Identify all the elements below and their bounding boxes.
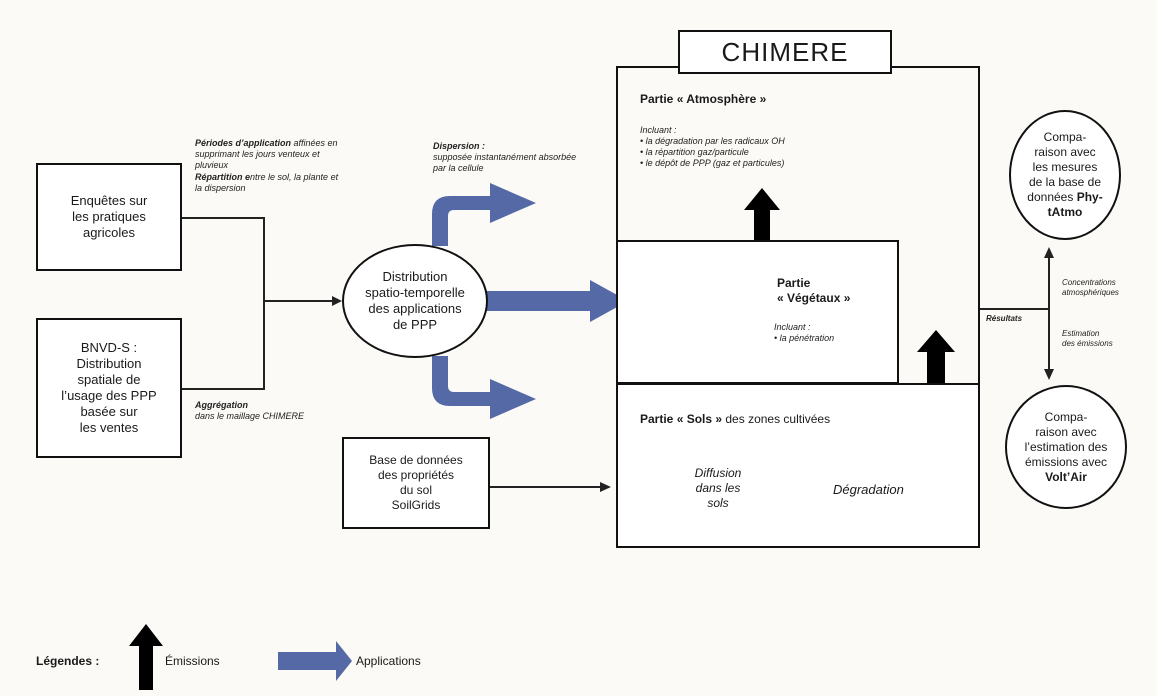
note-aggregation-bold: Aggrégation [195, 400, 248, 410]
results-label-text: Résultats [986, 314, 1023, 323]
sols-degradation-text: Dégradation [833, 482, 904, 497]
sols-box [616, 383, 980, 548]
circle-phytatmo: Compa- raison avec les mesures de la bas… [1009, 110, 1121, 240]
sols-title-bold: « Sols » [676, 412, 723, 426]
sols-title: Partie « Sols » des zones cultivées [640, 412, 830, 427]
note-dispersion-rest: supposée instantanément absorbée par la … [433, 152, 577, 173]
note-periodes-rest: affinées en supprimant les jours venteux… [195, 138, 338, 170]
chimere-title: CHIMERE [721, 36, 849, 67]
atmosphere-item-1: • la dégradation par les radicaux OH [640, 136, 785, 146]
connector-soil [489, 486, 601, 488]
note-periodes-bold: Périodes d’application [195, 138, 292, 148]
chimere-title-box: CHIMERE [678, 30, 892, 74]
vegetaux-list: Incluant : • la pénétration [774, 322, 834, 344]
circle-voltair-bold: Volt’Air [1045, 469, 1087, 484]
box-bnvd: BNVD-S : Distribution spatiale de l’usag… [36, 318, 182, 458]
atmosphere-title-prefix: Partie [640, 92, 677, 106]
atmosphere-item-2: • la répartition gaz/particule [640, 147, 749, 157]
note-repartition-rest: ntre le sol, la plante et la dispersion [195, 172, 339, 193]
arrowhead-results-up [1044, 247, 1054, 258]
application-arrow-down [432, 356, 536, 419]
arrowhead-soil [600, 482, 611, 492]
arrowhead-to-distribution [332, 296, 342, 306]
note-repartition: Répartition entre le sol, la plante et l… [195, 172, 345, 194]
connector-enquetes [181, 217, 264, 219]
vegetaux-title-line1: Partie [777, 276, 811, 290]
atmosphere-title: Partie « Atmosphère » [640, 92, 960, 107]
circle-voltair-plain: Compa- raison avec l’estimation des émis… [1024, 409, 1108, 469]
results-estimation-text: Estimation des émissions [1062, 329, 1113, 348]
bnvd-text: BNVD-S : Distribution spatiale de l’usag… [61, 340, 157, 435]
circle-phytatmo-plain: Compa- raison avec les mesures de la bas… [1027, 130, 1102, 204]
distribution-text: Distribution spatio-temporelle des appli… [365, 269, 465, 332]
soil-database-text: Base de données des propriétés du sol So… [369, 453, 463, 512]
note-aggregation-rest: dans le maillage CHIMERE [195, 411, 305, 421]
connector-vertical [263, 217, 265, 390]
legend-emissions: Émissions [165, 654, 220, 669]
box-enquetes: Enquêtes sur les pratiques agricoles [36, 163, 182, 271]
results-concentrations-text: Concentrations atmosphériques [1062, 278, 1119, 297]
legend-application-arrow [278, 641, 352, 681]
circle-voltair-text: Compa- raison avec l’estimation des émis… [1025, 410, 1108, 485]
circle-voltair: Compa- raison avec l’estimation des émis… [1005, 385, 1127, 509]
note-periodes: Périodes d’application affinées en suppr… [195, 138, 345, 171]
sols-diffusion-text: Diffusion dans les sols [694, 465, 742, 510]
connector-bnvd [181, 388, 264, 390]
legend-emissions-text: Émissions [165, 654, 220, 668]
circle-phytatmo-bold1: Phy- [1076, 190, 1103, 204]
sols-title-suffix: des zones cultivées [722, 412, 831, 426]
note-aggregation: Aggrégation dans le maillage CHIMERE [195, 400, 375, 422]
vegetaux-box [616, 240, 899, 384]
atmosphere-including: Incluant : [640, 125, 677, 135]
atmosphere-list: Incluant : • la dégradation par les radi… [640, 125, 960, 169]
connector-to-distribution [264, 300, 334, 302]
legend-emission-arrow [129, 624, 163, 690]
emission-arrow-sols [917, 330, 955, 398]
vegetaux-title-line2: « Végétaux » [777, 291, 851, 305]
results-concentrations: Concentrations atmosphériques [1062, 268, 1119, 298]
ellipse-distribution: Distribution spatio-temporelle des appli… [342, 244, 488, 358]
atmosphere-item-3: • le dépôt de PPP (gaz et particules) [640, 158, 785, 168]
application-arrow-up [432, 183, 536, 246]
results-label: Résultats [986, 313, 1022, 324]
box-soil-database: Base de données des propriétés du sol So… [342, 437, 490, 529]
sols-degradation: Dégradation [833, 482, 904, 497]
vegetaux-title: Partie « Végétaux » [777, 276, 850, 306]
enquetes-text: Enquêtes sur les pratiques agricoles [70, 193, 148, 240]
legend-applications: Applications [356, 654, 421, 669]
arrowhead-results-down [1044, 369, 1054, 380]
legend-applications-text: Applications [356, 654, 421, 668]
sols-title-prefix: Partie [640, 412, 677, 426]
vegetaux-item: • la pénétration [774, 333, 835, 343]
connector-results [979, 308, 1049, 310]
emission-arrow-vegetaux [744, 188, 780, 259]
emission-arrows [129, 188, 955, 690]
legend-title: Légendes : [36, 654, 99, 669]
note-dispersion: Dispersion : supposée instantanément abs… [433, 141, 583, 174]
circle-phytatmo-text: Compa- raison avec les mesures de la bas… [1027, 130, 1102, 220]
sols-diffusion: Diffusion dans les sols [676, 458, 760, 518]
application-arrows [278, 183, 628, 681]
vegetaux-including: Incluant : [774, 322, 811, 332]
note-repartition-bold: Répartition e [195, 172, 251, 182]
application-arrow-middle [486, 280, 628, 322]
note-dispersion-bold: Dispersion : [433, 141, 486, 151]
legend-title-text: Légendes : [36, 654, 100, 668]
circle-phytatmo-bold2: tAtmo [1047, 205, 1083, 219]
atmosphere-section: Partie « Atmosphère » Incluant : • la dé… [640, 92, 960, 169]
results-estimation: Estimation des émissions [1062, 319, 1113, 349]
atmosphere-title-bold: « Atmosphère » [676, 92, 767, 106]
